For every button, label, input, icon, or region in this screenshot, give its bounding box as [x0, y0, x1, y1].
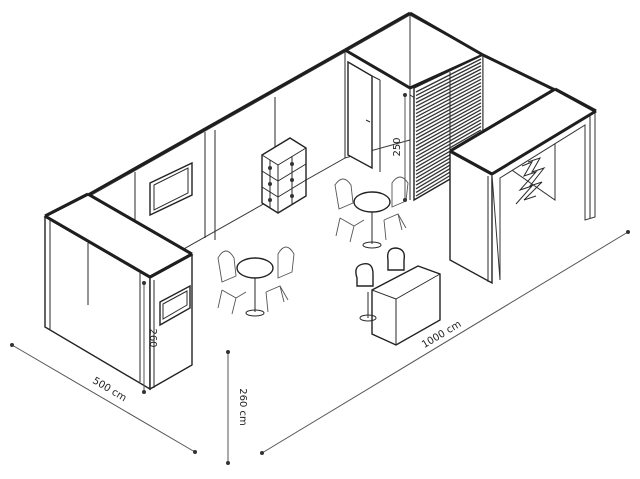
right-header-structure: [448, 87, 597, 285]
slat: [415, 61, 482, 97]
slat: [415, 109, 482, 147]
height-label: 260 cm: [237, 388, 248, 426]
slat: [415, 115, 482, 154]
reception-counter: [355, 247, 441, 346]
dimension-column-height: 260: [142, 281, 158, 394]
slat: [415, 112, 482, 150]
cube-shelf: [261, 137, 307, 214]
slat: [415, 78, 482, 115]
slat: [415, 95, 482, 133]
left-header-structure: [43, 192, 194, 391]
slat: [415, 102, 482, 140]
slat: [415, 85, 482, 122]
slat: [415, 58, 482, 93]
dimension-width: 1000 cm: [260, 230, 630, 455]
table-set-left: [217, 246, 295, 317]
slat: [415, 98, 482, 136]
table-set-right: [334, 176, 409, 249]
slat: [415, 122, 482, 161]
slat: [415, 119, 482, 158]
column-height-label: 260: [147, 328, 158, 347]
slat: [415, 82, 482, 118]
slat: [415, 65, 482, 100]
dimension-height: 260 cm: [226, 350, 248, 465]
slat: [415, 129, 482, 168]
slat: [415, 105, 482, 143]
slat: [415, 75, 482, 111]
back-wall-height-label: 250: [392, 137, 403, 156]
slat: [415, 68, 482, 104]
dimension-back-wall-height: 250: [392, 93, 407, 202]
slat: [415, 126, 482, 165]
tv-screen: [149, 161, 193, 217]
slat: [415, 92, 482, 129]
slat: [415, 88, 482, 125]
slat: [415, 71, 482, 107]
depth-label: 500 cm: [90, 375, 128, 404]
